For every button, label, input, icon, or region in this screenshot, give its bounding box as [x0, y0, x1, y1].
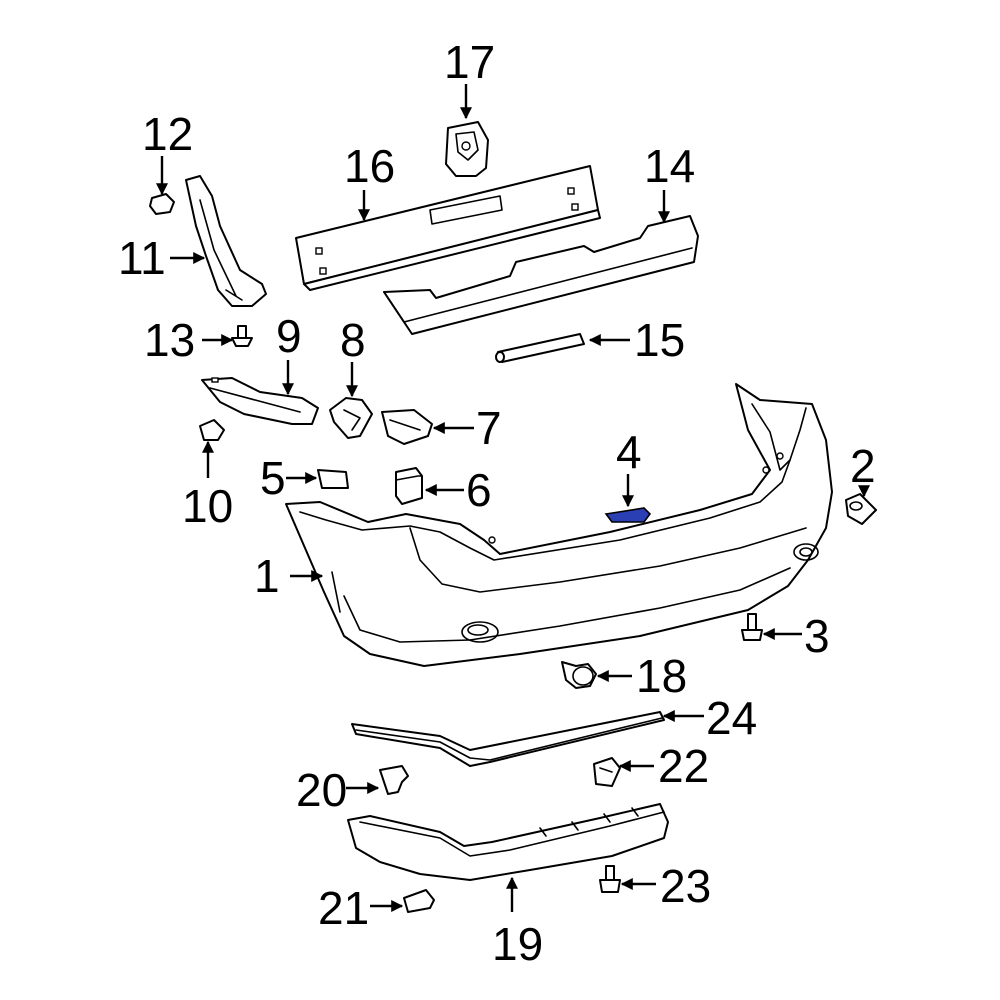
part-4-reflector[interactable] — [604, 507, 652, 523]
callout-21: 21 — [318, 882, 369, 934]
callout-22: 22 — [658, 740, 709, 792]
part-20-retainer[interactable] — [379, 765, 409, 795]
callout-10: 10 — [182, 480, 233, 532]
part-1-bumper-cover[interactable] — [285, 383, 833, 667]
part-17-bracket[interactable] — [445, 121, 489, 177]
callout-13: 13 — [144, 314, 195, 366]
callout-17: 17 — [444, 36, 495, 88]
part-22-bracket[interactable] — [593, 757, 621, 787]
part-23-screw[interactable] — [599, 865, 621, 893]
callout-2: 2 — [850, 440, 876, 492]
highlighted-part-4 — [604, 507, 652, 523]
leader-lines — [156, 84, 870, 912]
part-2-grommet[interactable] — [845, 493, 877, 525]
callout-18: 18 — [636, 650, 687, 702]
part-16-reinforcement[interactable] — [295, 165, 601, 291]
part-9-retainer[interactable] — [201, 377, 319, 425]
part-12-clip[interactable] — [149, 193, 175, 215]
part-8-bracket[interactable] — [329, 397, 373, 439]
callout-5: 5 — [260, 452, 286, 504]
callout-19: 19 — [492, 918, 543, 970]
callout-12: 12 — [142, 108, 193, 160]
callout-14: 14 — [644, 140, 695, 192]
callout-4: 4 — [616, 426, 642, 478]
part-10-clip[interactable] — [199, 419, 225, 441]
callout-8: 8 — [340, 314, 366, 366]
callout-20: 20 — [296, 764, 347, 816]
callout-3: 3 — [804, 610, 830, 662]
part-6-block[interactable] — [395, 467, 423, 505]
callout-15: 15 — [634, 314, 685, 366]
part-7-bracket[interactable] — [381, 409, 433, 445]
part-15-rod[interactable] — [495, 333, 585, 363]
callout-labels: 17 16 14 12 11 13 15 9 8 7 10 5 6 4 2 1 … — [118, 36, 876, 970]
callout-9: 9 — [276, 310, 302, 362]
part-13-screw[interactable] — [231, 325, 253, 347]
callout-24: 24 — [706, 692, 757, 744]
part-21-clip[interactable] — [403, 889, 435, 913]
part-18-clip[interactable] — [561, 661, 597, 689]
part-11-side-bracket[interactable] — [185, 175, 267, 307]
callout-1: 1 — [254, 550, 280, 602]
callout-7: 7 — [476, 402, 502, 454]
callout-6: 6 — [466, 464, 492, 516]
part-24-moulding[interactable] — [351, 711, 665, 767]
part-3-screw[interactable] — [741, 613, 763, 641]
part-14-absorber[interactable] — [383, 215, 699, 335]
callout-11: 11 — [118, 232, 166, 284]
callout-16: 16 — [344, 140, 395, 192]
callout-23: 23 — [660, 860, 711, 912]
part-5-pad[interactable] — [317, 469, 349, 489]
part-19-lower-valance[interactable] — [347, 803, 669, 881]
